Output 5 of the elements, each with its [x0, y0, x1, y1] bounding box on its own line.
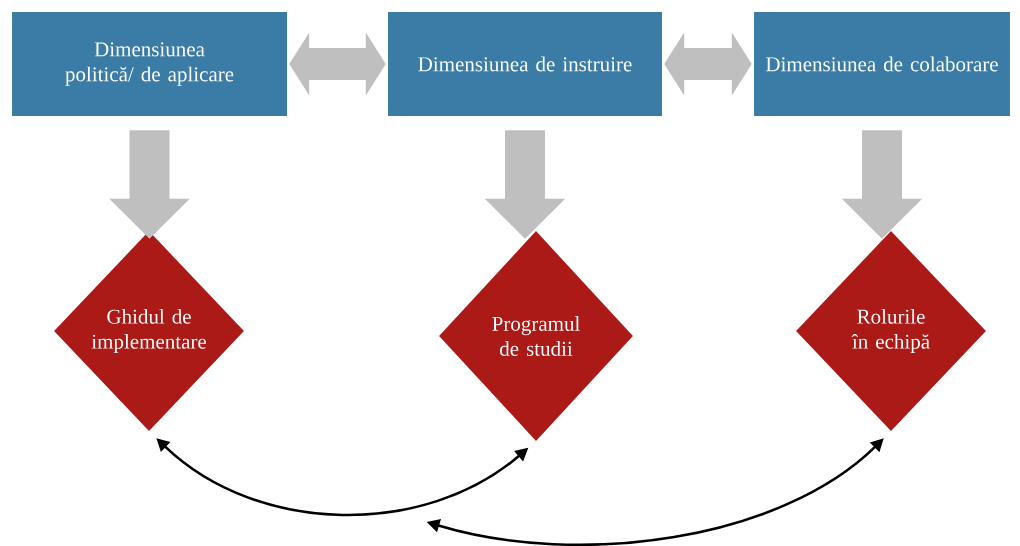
block-arrow — [289, 32, 386, 96]
dimension-box: Dimensiunea de instruire — [388, 12, 662, 116]
block-arrow — [664, 32, 752, 96]
dimension-box: Dimensiunea de colaborare — [754, 12, 1010, 116]
dimension-box: Dimensiunea politică/ de aplicare — [12, 12, 287, 116]
